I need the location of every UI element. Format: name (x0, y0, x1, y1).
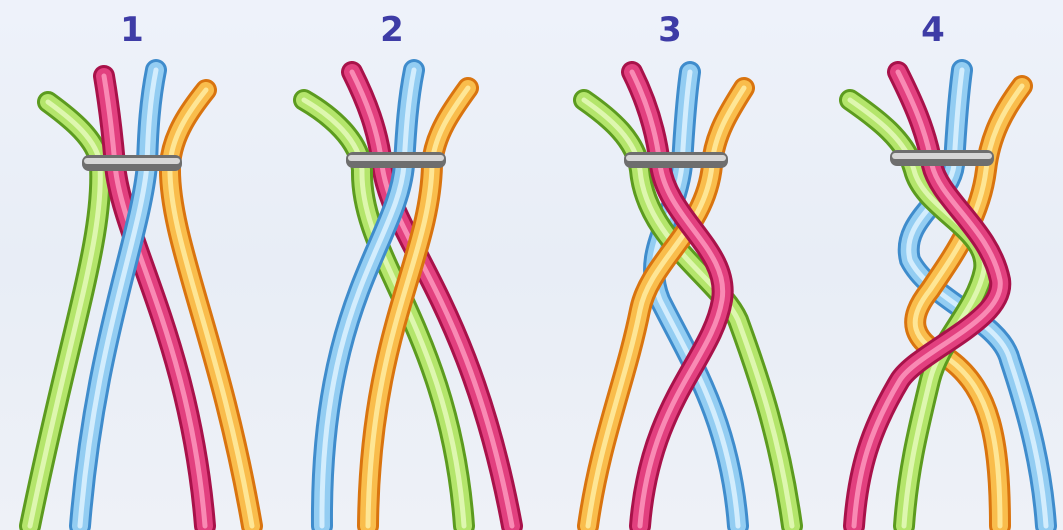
step-number-2: 2 (362, 6, 422, 54)
panel-1 (30, 70, 252, 526)
tie-band (890, 150, 994, 166)
tie-band (346, 152, 446, 168)
tie-band (82, 155, 182, 171)
panel-4 (850, 70, 1046, 526)
strand-orange (170, 90, 252, 526)
step-number-4: 4 (903, 6, 963, 54)
step-number-3: 3 (640, 6, 700, 54)
panel-3 (584, 72, 792, 526)
step-number-1: 1 (102, 6, 162, 54)
tie-band (624, 152, 728, 168)
panel-2 (304, 70, 512, 526)
